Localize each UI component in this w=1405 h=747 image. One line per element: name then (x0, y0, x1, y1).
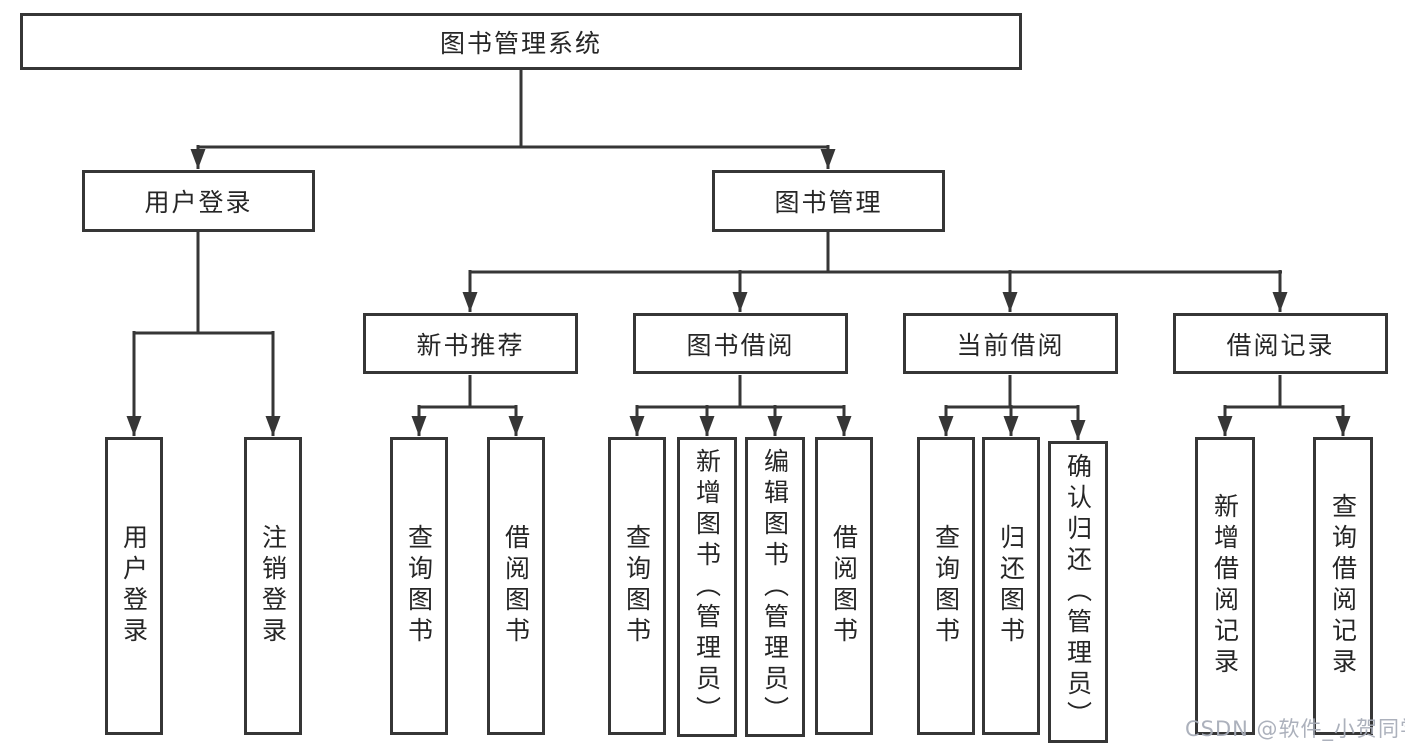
node-book-borrow: 图书借阅 (633, 313, 848, 374)
node-borrow-records-label: 借阅记录 (1226, 330, 1335, 360)
node-current-borrow-label: 当前借阅 (956, 330, 1065, 360)
leaf-borrow-query-books-label: 查询图书 (622, 524, 652, 648)
csdn-watermark: CSDN @软件_小贺同学 (1185, 717, 1405, 741)
connector-book-borrow (629, 375, 852, 436)
node-current-borrow: 当前借阅 (903, 313, 1118, 374)
connector-new-book-recommend (411, 375, 524, 436)
leaf-return-books: 归还图书 (982, 437, 1040, 735)
leaf-add-borrow-record-label: 新增借阅记录 (1210, 493, 1240, 679)
connector-book-management (462, 232, 1288, 312)
leaf-logout: 注销登录 (244, 437, 302, 735)
node-book-management-label: 图书管理 (774, 188, 883, 217)
node-user-login: 用户登录 (82, 170, 315, 232)
node-new-book-recommend: 新书推荐 (363, 313, 578, 374)
node-book-management: 图书管理 (712, 170, 945, 232)
node-new-book-recommend-label: 新书推荐 (416, 330, 525, 360)
leaf-query-borrow-record-label: 查询借阅记录 (1328, 493, 1358, 679)
leaf-logout-label: 注销登录 (258, 524, 288, 648)
leaf-query-borrow-record: 查询借阅记录 (1313, 437, 1373, 735)
leaf-recommend-query-books: 查询图书 (390, 437, 448, 735)
leaf-confirm-return-admin-label: 确认归还（管理员） (1063, 452, 1093, 732)
leaf-borrow-books-label: 借阅图书 (829, 524, 859, 648)
node-root: 图书管理系统 (20, 13, 1022, 70)
leaf-borrow-books: 借阅图书 (815, 437, 873, 735)
leaf-return-books-label: 归还图书 (996, 524, 1026, 648)
node-book-borrow-label: 图书借阅 (686, 330, 795, 360)
connector-root (190, 68, 836, 169)
leaf-edit-book-admin-label: 编辑图书（管理员） (760, 447, 790, 727)
connector-user-login (126, 232, 281, 436)
leaf-user-login-label: 用户登录 (119, 524, 149, 648)
leaf-recommend-query-books-label: 查询图书 (404, 524, 434, 648)
leaf-add-borrow-record: 新增借阅记录 (1195, 437, 1255, 735)
leaf-add-book-admin: 新增图书（管理员） (677, 437, 737, 737)
leaf-edit-book-admin: 编辑图书（管理员） (745, 437, 805, 737)
node-user-login-label: 用户登录 (144, 188, 253, 217)
connector-current-borrow (938, 375, 1086, 440)
node-root-label: 图书管理系统 (439, 28, 602, 58)
leaf-user-login: 用户登录 (105, 437, 163, 735)
connector-borrow-records (1217, 375, 1351, 436)
leaf-confirm-return-admin: 确认归还（管理员） (1048, 441, 1108, 743)
node-borrow-records: 借阅记录 (1173, 313, 1388, 374)
leaf-current-query-books: 查询图书 (917, 437, 975, 735)
leaf-add-book-admin-label: 新增图书（管理员） (692, 447, 722, 727)
leaf-current-query-books-label: 查询图书 (931, 524, 961, 648)
leaf-recommend-borrow-books: 借阅图书 (487, 437, 545, 735)
leaf-borrow-query-books: 查询图书 (608, 437, 666, 735)
leaf-recommend-borrow-books-label: 借阅图书 (501, 524, 531, 648)
